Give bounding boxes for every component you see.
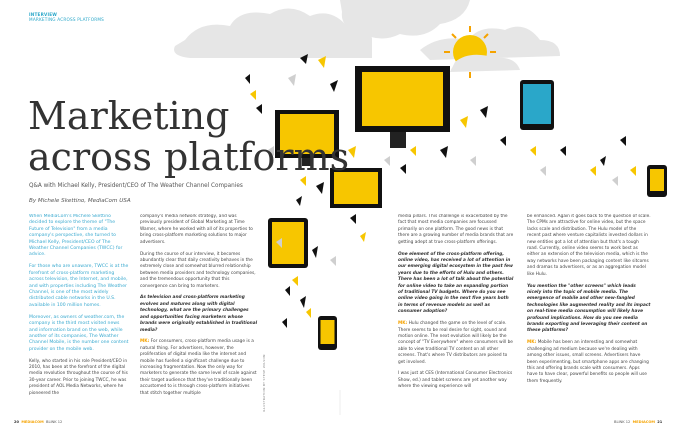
column-4: be enhanced. Again it goes back to the q… [527, 214, 651, 414]
article-title: Marketing across platforms [28, 96, 349, 178]
answer-text: Hulu changed the game on the level of sc… [398, 321, 513, 365]
kicker-bottom: MARKETING ACROSS PLATFORMS [29, 17, 104, 22]
tv-screen-large [355, 66, 450, 148]
fragment-shards [245, 54, 626, 328]
intro-paragraph: Moreover, as owners of weather.com, the … [29, 314, 129, 352]
answer-paragraph: MK: Hulu changed the game on the level o… [398, 321, 514, 366]
cloud-shapes [174, 0, 560, 61]
tablet-screen [268, 218, 308, 268]
sun-group [444, 26, 520, 78]
footer-brand-right: MEDIACOM [632, 420, 655, 424]
body-paragraph: media pillars. This challenge is exacerb… [398, 214, 514, 245]
title-line-2: across platforms [28, 135, 350, 179]
speaker-tag: MK: [527, 340, 537, 346]
illustration-credit: ILLUSTRATION BY STEVE WILSON [262, 354, 266, 412]
question-paragraph: One element of the cross-platform offeri… [398, 251, 514, 315]
speaker-tag: MK: [140, 339, 150, 345]
tv-screen-small [330, 168, 382, 208]
fragment-shards-yellow [250, 56, 636, 318]
question-paragraph: As television and cross-platform marketi… [140, 295, 258, 333]
section-kicker: INTERVIEW MARKETING ACROSS PLATFORMS [29, 12, 104, 22]
page-number-left: 20 [14, 420, 20, 424]
page-number-right: 21 [657, 420, 663, 424]
body-paragraph: Kelly, who started in his role President… [29, 358, 128, 396]
column-3: media pillars. This challenge is exacerb… [398, 214, 514, 414]
answer-paragraph: MK: Mobile has been an interesting and s… [527, 340, 651, 385]
body-paragraph: I was just at CES (International Consume… [398, 371, 513, 390]
speaker-tag: MK: [398, 321, 408, 327]
title-line-1: Marketing [28, 94, 230, 138]
footer-brand-left: MEDIACOM [21, 420, 44, 424]
intro-paragraph: When MediaCom's Michele Skettino decided… [29, 214, 123, 258]
question-paragraph: You mention the "other screens" which le… [527, 283, 651, 334]
phone-screen-blue [520, 80, 554, 130]
footer-issue-left: BLINK 12 [46, 420, 63, 424]
column-2: company's media network strategy, and wa… [140, 214, 258, 414]
kicker-top: INTERVIEW [29, 12, 58, 17]
answer-text: Mobile has been an interesting and somew… [527, 340, 649, 384]
body-paragraph: be enhanced. Again it goes back to the q… [527, 214, 651, 277]
column-1: When MediaCom's Michele Skettino decided… [29, 214, 129, 414]
answer-paragraph: MK: For consumers, cross-platform media … [140, 339, 258, 397]
footer-right: BLINK 12 MEDIACOM 21 [614, 420, 662, 424]
fragment-shards-grey [268, 74, 618, 266]
article-subtitle: Q&A with Michael Kelly, President/CEO of… [29, 183, 243, 189]
monitor-screen [275, 110, 339, 166]
answer-text: For consumers, cross-platform media usag… [140, 339, 257, 396]
body-paragraph: company's media network strategy, and wa… [140, 214, 253, 245]
phone-screen-yellow [318, 316, 337, 350]
article-byline: By Michele Skettino, MediaCom USA [29, 198, 131, 204]
footer-left: 20 MEDIACOM BLINK 12 [14, 420, 62, 424]
phone-screen-small [647, 165, 667, 197]
body-paragraph: During the course of our interview, it b… [140, 251, 256, 289]
intro-paragraph: For those who are unaware, TWCC is at th… [29, 264, 129, 308]
footer-issue-right: BLINK 12 [614, 420, 631, 424]
